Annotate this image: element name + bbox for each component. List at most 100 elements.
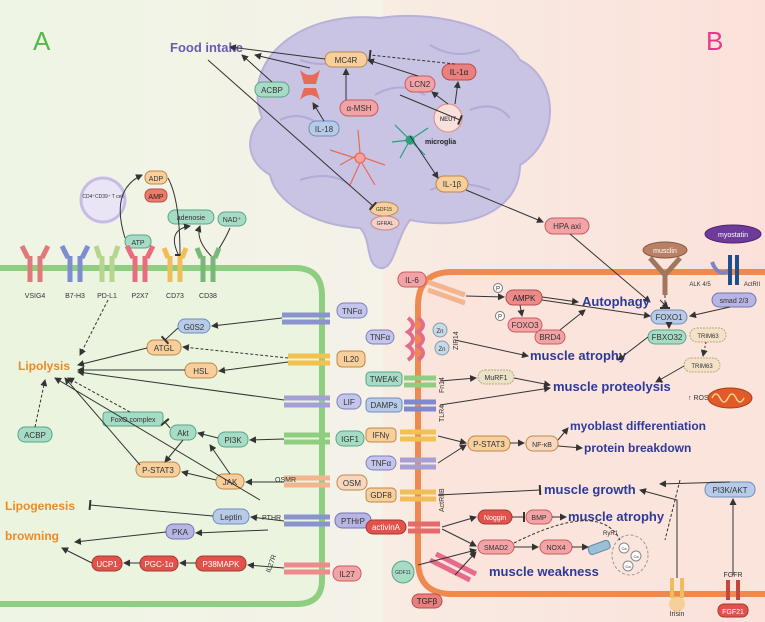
svg-text:IL20: IL20 [343, 355, 359, 364]
svg-text:NAD⁺: NAD⁺ [223, 217, 242, 224]
svg-text:FGF21: FGF21 [722, 609, 744, 616]
hsl-node: HSL [184, 362, 218, 379]
hpa-node: HPA axi [544, 217, 590, 235]
svg-text:PI3K/AKT: PI3K/AKT [712, 486, 747, 495]
mc4r-node: MC4R [324, 51, 368, 68]
pi3k-akt-node: PI3K/AKT [704, 481, 756, 498]
svg-text:CD4⁺CD39⁺ T cell: CD4⁺CD39⁺ T cell [82, 194, 123, 200]
svg-text:TRIM63: TRIM63 [697, 334, 719, 340]
svg-text:SMAD2: SMAD2 [484, 545, 508, 552]
zinc-ion-2: Zn [434, 340, 450, 356]
svg-text:FOXO1: FOXO1 [655, 313, 683, 322]
outcome-myoblast-differentiation: myoblast differentiation [570, 419, 706, 433]
acbp-adipocyte-node: ACBP [17, 426, 53, 443]
svg-text:G0S2: G0S2 [184, 323, 205, 332]
svg-text:DAMPs: DAMPs [370, 401, 397, 410]
browning-label: browning [5, 529, 59, 543]
trim63-node: TRIM63 [689, 327, 727, 343]
neuron-icon [329, 129, 386, 186]
svg-text:TNFα: TNFα [342, 307, 363, 316]
svg-text:IL-6: IL-6 [405, 276, 419, 285]
svg-text:OSM: OSM [343, 479, 362, 488]
microglia-label: microglia [425, 139, 456, 146]
phospho-foxo3-icon: P [495, 311, 505, 321]
svg-text:activinA: activinA [372, 523, 401, 532]
svg-text:HSL: HSL [193, 367, 209, 376]
actrii-label: ActRII [744, 282, 761, 288]
svg-text:smad 2/3: smad 2/3 [720, 298, 749, 305]
alk-label: ALK 4/5 [689, 282, 711, 288]
panel-label-a: A [33, 26, 51, 56]
pstat3-muscle-node: P-STAT3 [467, 435, 511, 452]
svg-text:PI3K: PI3K [224, 436, 242, 445]
svg-text:ACBP: ACBP [261, 86, 283, 95]
ryr1-channel: RyR1 [587, 531, 619, 556]
foxo3-node: FOXO3 [507, 317, 543, 333]
pgc1a-node: PGC-1α [139, 555, 179, 572]
svg-text:TGFβ: TGFβ [417, 597, 438, 606]
ampk-node: AMPK [505, 289, 543, 306]
svg-text:MuRF1: MuRF1 [485, 375, 508, 382]
tlr4-receptor [404, 399, 436, 412]
muscle-arrows [417, 293, 737, 578]
svg-text:TNFα: TNFα [371, 459, 392, 468]
svg-text:musclin: musclin [653, 248, 677, 255]
pthr-label: PTHR [262, 515, 281, 522]
svg-text:GFRAL: GFRAL [377, 221, 394, 227]
svg-text:P38MAPK: P38MAPK [203, 560, 241, 569]
receptor-label-b7h3: B7-H3 [65, 293, 85, 300]
receptor-label-cd73: CD73 [166, 293, 184, 300]
brd4-node: BRD4 [534, 329, 566, 345]
receptor-label-cd38: CD38 [199, 293, 217, 300]
svg-text:GDF11: GDF11 [395, 570, 411, 576]
svg-text:AMPK: AMPK [513, 294, 536, 303]
svg-text:IFNγ: IFNγ [373, 431, 390, 440]
tgfb-ligand: TGFβ [411, 593, 443, 609]
svg-text:RyR1: RyR1 [603, 531, 619, 537]
irisin-label: Irisin [670, 611, 685, 618]
svg-text:Akt: Akt [177, 429, 189, 438]
svg-text:TWEAK: TWEAK [370, 375, 399, 384]
ifng-receptor [400, 429, 436, 442]
osm-ligand: OSM [336, 474, 368, 491]
nad-node: NAD⁺ [217, 211, 247, 227]
svg-text:adenosie: adenosie [177, 215, 206, 222]
svg-text:IL-1β: IL-1β [443, 180, 462, 189]
igf1-ligand: IGF1 [335, 430, 365, 447]
amsh-node: α-MSH [339, 99, 379, 117]
food-intake-label: Food intake [170, 40, 243, 55]
svg-text:P: P [496, 287, 500, 293]
svg-text:GDF8: GDF8 [370, 491, 392, 500]
svg-text:FBXO32: FBXO32 [652, 333, 683, 342]
atgl-node: ATGL [146, 339, 182, 356]
adipocyte-arrows [34, 299, 289, 569]
bmp-node: BMP [525, 509, 553, 525]
svg-text:PTHrP: PTHrP [341, 517, 365, 526]
lcn2-node: LCN2 [404, 75, 436, 93]
fbxo32-node: FBXO32 [647, 329, 687, 345]
activina-ligand: activinA [365, 519, 407, 535]
svg-text:Zn: Zn [436, 329, 443, 335]
pi3k-node: PI3K [217, 431, 249, 448]
tnfa2-ligand: TNFα [365, 455, 397, 471]
svg-text:PKA: PKA [172, 528, 189, 537]
t-cell: CD4⁺CD39⁺ T cell [79, 176, 127, 224]
membrane-receptors-left [19, 244, 222, 282]
svg-text:Zn: Zn [438, 347, 445, 353]
svg-text:GDF15: GDF15 [376, 207, 392, 213]
tweak-ligand: TWEAK [365, 371, 403, 387]
panel-label-b: B [706, 26, 723, 56]
svg-text:UCP1: UCP1 [96, 560, 118, 569]
neut-cell: NEUT [433, 103, 463, 133]
alk-actrii-receptor [710, 255, 739, 285]
activin-receptor [408, 521, 440, 534]
brain-arrows [207, 44, 651, 303]
svg-text:Noggin: Noggin [484, 515, 506, 522]
outcome-muscle-growth: muscle growth [544, 482, 636, 497]
svg-text:P-STAT3: P-STAT3 [473, 440, 505, 449]
tgfb-receptor [428, 551, 478, 583]
svg-text:P: P [498, 315, 502, 321]
svg-text:IL27: IL27 [339, 570, 355, 579]
